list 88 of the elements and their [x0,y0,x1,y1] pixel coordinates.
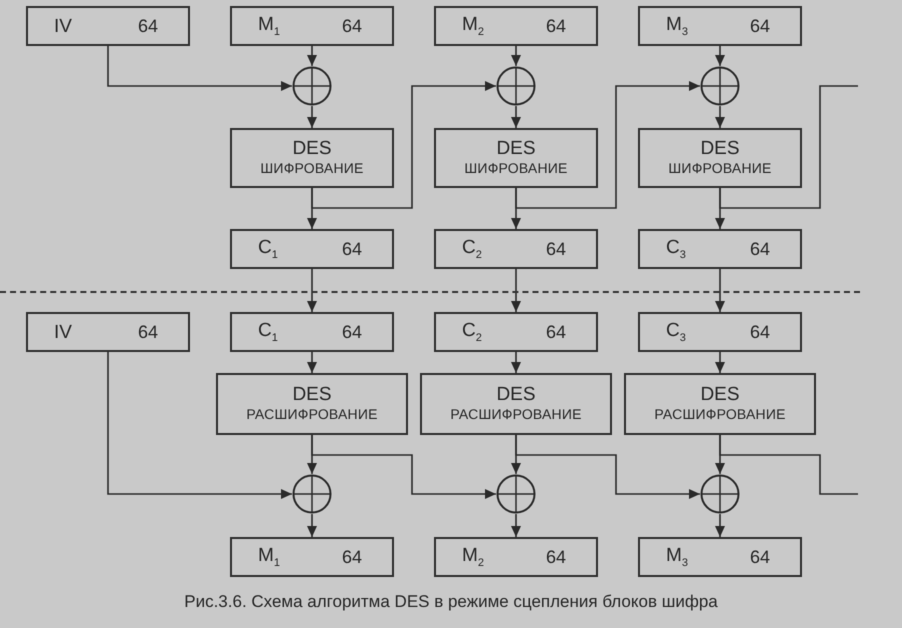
operation-label: РАСШИФРОВАНИЕ [450,406,582,423]
block-box [638,6,802,46]
arrow [311,81,496,209]
bit-count: 64 [342,323,362,341]
block-box [230,229,394,269]
arrow [515,81,700,209]
cipher-box [434,128,598,188]
cipher-box [420,373,612,435]
xor-symbol [292,474,332,514]
arrow [715,269,725,312]
xor-symbol [700,66,740,106]
bit-count: 64 [750,17,770,35]
arrow [715,514,725,537]
arrow [511,269,521,312]
bit-count: 64 [138,323,158,341]
xor-symbol [496,66,536,106]
block-name: M$_{3}$ [666,14,688,38]
cipher-box [230,128,394,188]
figure-caption: Рис.3.6. Схема алгоритма DES в режиме сцепления блоков шифра [183,592,719,612]
arrow [307,352,317,373]
block-name: C$_{1}$ [258,320,278,344]
block-box [434,312,598,352]
algorithm-name: DES [292,385,332,406]
bit-count: 64 [546,17,566,35]
block-name: M$_{2}$ [462,546,484,568]
block-box [26,312,190,352]
bit-count: 64 [342,17,362,35]
block-name: M$_{2}$ [462,14,484,38]
block-name: C$_{3}$ [666,238,686,260]
block-name: C$_{2}$ [462,238,482,260]
block-name: C$_{3}$ [666,320,686,344]
block-name: C$_{2}$ [462,320,482,344]
block-box [638,229,802,269]
arrow [307,46,317,66]
block-box [638,312,802,352]
operation-label: РАСШИФРОВАНИЕ [246,406,378,423]
arrow [715,352,725,373]
operation-label: ШИФРОВАНИЕ [260,160,364,177]
bit-count: 64 [546,548,566,566]
arrow [307,106,317,128]
block-box [26,6,190,46]
xor-symbol [292,66,332,106]
cipher-box [624,373,816,435]
bit-count: 64 [138,17,158,35]
bit-count: 64 [750,323,770,341]
arrow [515,435,700,499]
xor-symbol [700,474,740,514]
arrow [511,352,521,373]
arrow [107,46,292,91]
block-name: M$_{3}$ [666,546,688,568]
arrow [107,352,292,499]
block-box [638,537,802,577]
algorithm-name: DES [700,139,740,160]
algorithm-name: DES [496,385,536,406]
bit-count: 64 [750,240,770,258]
block-box [434,6,598,46]
arrow [715,106,725,128]
block-box [434,229,598,269]
arrow [511,46,521,66]
block-box [230,537,394,577]
xor-symbol [496,474,536,514]
block-name: C$_{1}$ [258,238,278,260]
algorithm-name: DES [700,385,740,406]
arrow [307,514,317,537]
bit-count: 64 [546,240,566,258]
block-name: M$_{1}$ [258,546,280,568]
bit-count: 64 [750,548,770,566]
cipher-box [638,128,802,188]
block-name: M$_{1}$ [258,14,280,38]
operation-label: ШИФРОВАНИЕ [668,160,772,177]
arrow [311,435,496,499]
bit-count: 64 [546,323,566,341]
algorithm-name: DES [292,139,332,160]
block-name: IV [54,16,72,36]
bit-count: 64 [342,240,362,258]
arrow [307,269,317,312]
bit-count: 64 [342,548,362,566]
algorithm-name: DES [496,139,536,160]
arrow [715,46,725,66]
block-box [434,537,598,577]
arrow [511,514,521,537]
arrow [511,106,521,128]
block-box [230,6,394,46]
block-name: IV [54,322,72,342]
operation-label: РАСШИФРОВАНИЕ [654,406,786,423]
block-box [230,312,394,352]
operation-label: ШИФРОВАНИЕ [464,160,568,177]
cipher-box [216,373,408,435]
